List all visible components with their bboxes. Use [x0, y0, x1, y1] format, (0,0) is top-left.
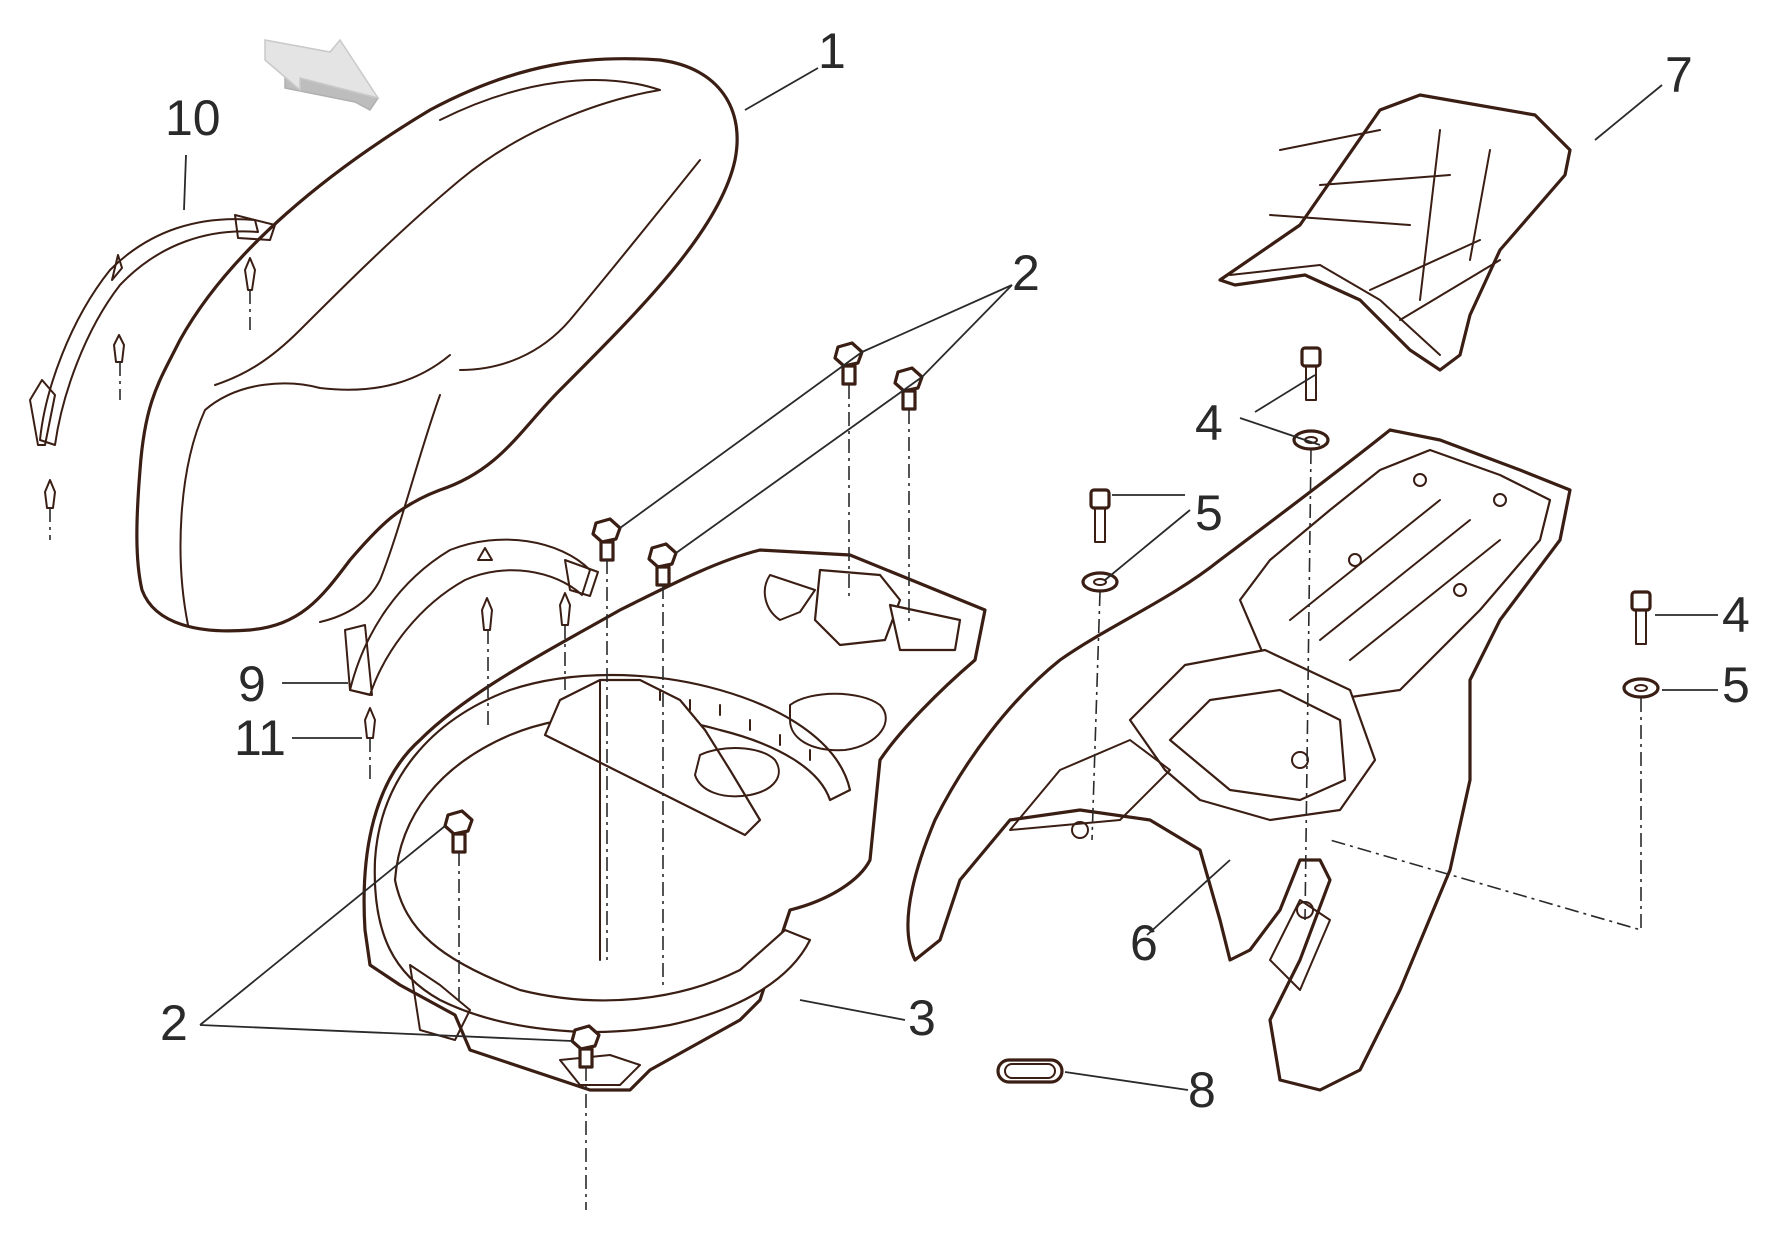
screws-hinge	[364, 592, 571, 739]
callout-5-left: 5	[1195, 485, 1223, 541]
callout-4-left: 4	[1195, 395, 1223, 451]
callouts: 1 2 2 3 4 4 5 5 6 7 8 9 10 11	[160, 23, 1750, 1118]
part-grommet	[996, 1058, 1064, 1084]
part-rear-frame	[906, 428, 1572, 1092]
orientation-arrow-icon	[264, 38, 380, 111]
callout-5-right: 5	[1722, 657, 1750, 713]
part-storage-compartment	[362, 548, 987, 1092]
callout-11: 11	[234, 710, 286, 766]
callout-8: 8	[1188, 1062, 1216, 1118]
part-seat-hinge	[29, 214, 276, 509]
callout-2-bottom: 2	[160, 995, 188, 1051]
leader-lines	[183, 67, 1718, 1091]
callout-7: 7	[1665, 47, 1693, 103]
part-rear-hinge	[344, 538, 599, 696]
callout-9: 9	[238, 656, 266, 712]
part-rack-mat	[1218, 93, 1572, 372]
callout-6: 6	[1130, 915, 1158, 971]
callout-4-right: 4	[1722, 587, 1750, 643]
part-screws-2	[443, 341, 924, 1069]
callout-10: 10	[165, 90, 221, 146]
callout-3: 3	[908, 990, 936, 1046]
callout-2-top: 2	[1012, 245, 1040, 301]
part-seat	[135, 57, 739, 633]
callout-1: 1	[818, 23, 846, 79]
assembly-lines	[49, 290, 1642, 1210]
